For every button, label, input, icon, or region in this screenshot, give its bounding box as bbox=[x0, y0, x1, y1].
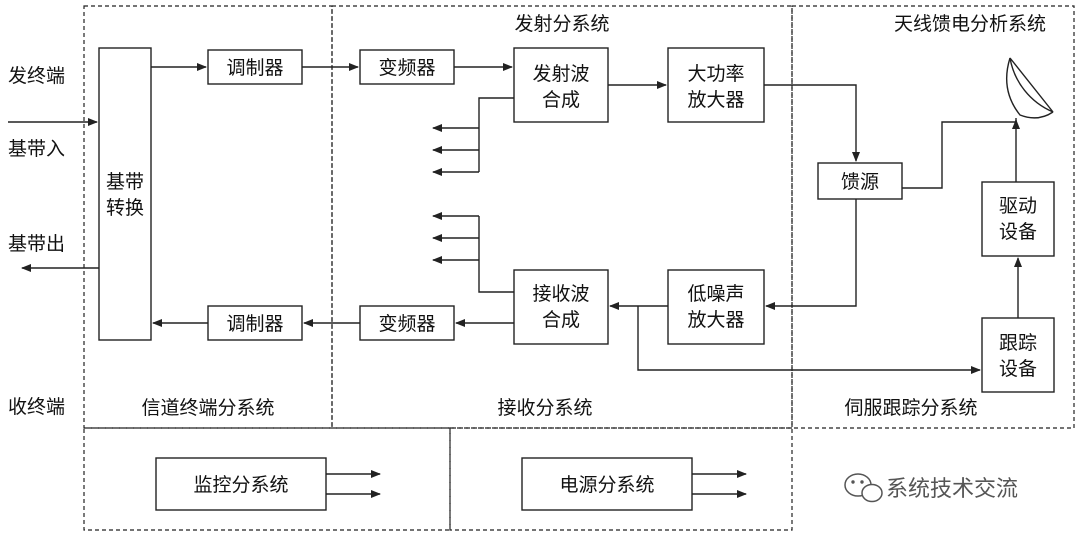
watermark: 系统技术交流 bbox=[844, 473, 1018, 503]
baseband-conversion-label-2: 转换 bbox=[106, 197, 144, 219]
feed-label: 馈源 bbox=[841, 171, 879, 193]
antenna-dish-icon bbox=[1006, 57, 1054, 119]
channel-terminal-subsystem-label: 信道终端分系统 bbox=[141, 397, 274, 419]
high-power-amplifier-label-2: 放大器 bbox=[687, 89, 744, 111]
baseband-conversion-label-1: 基带 bbox=[106, 171, 144, 193]
send-end-label: 发终端 bbox=[8, 65, 65, 87]
rx-wave-synthesis-label-1: 接收波 bbox=[532, 283, 589, 305]
receive-subsystem-label: 接收分系统 bbox=[497, 397, 592, 419]
tx-wave-synthesis-label-2: 合成 bbox=[542, 89, 580, 111]
chat-bubble-icon bbox=[844, 473, 883, 503]
drive-equipment-label-1: 驱动 bbox=[999, 195, 1037, 217]
tx-modulator-block bbox=[207, 49, 303, 85]
tracking-equipment-label-1: 跟踪 bbox=[999, 332, 1037, 354]
power-block bbox=[521, 457, 693, 511]
feed-block bbox=[817, 162, 903, 200]
tx-wave-synthesis-label-1: 发射波 bbox=[532, 63, 589, 85]
power-label: 电源分系统 bbox=[559, 474, 654, 496]
power-region bbox=[449, 427, 793, 531]
tracking-equipment-block bbox=[981, 317, 1055, 393]
drive-equipment-label-2: 设备 bbox=[999, 221, 1037, 243]
low-noise-amplifier-label-1: 低噪声 bbox=[687, 283, 744, 305]
baseband-out-label: 基带出 bbox=[8, 233, 65, 255]
rx-frequency-converter-label: 变频器 bbox=[378, 313, 435, 335]
high-power-amplifier-block bbox=[667, 47, 765, 123]
antenna-feed-subsystem-label: 天线馈电分析系统 bbox=[894, 13, 1046, 35]
watermark-text: 系统技术交流 bbox=[886, 477, 1018, 502]
tx-frequency-converter-label: 变频器 bbox=[378, 57, 435, 79]
rx-frequency-converter-block bbox=[359, 305, 455, 341]
drive-equipment-block bbox=[981, 181, 1055, 257]
low-noise-amplifier-block bbox=[667, 269, 765, 345]
rx-modulator-label: 调制器 bbox=[226, 313, 283, 335]
high-power-amplifier-label-1: 大功率 bbox=[687, 63, 744, 85]
low-noise-amplifier-label-2: 放大器 bbox=[687, 309, 744, 331]
receive-end-label: 收终端 bbox=[8, 396, 65, 418]
signal-wires bbox=[8, 63, 1022, 498]
baseband-conversion-block bbox=[98, 47, 152, 341]
rx-wave-synthesis-label-2: 合成 bbox=[542, 309, 580, 331]
monitor-control-block bbox=[155, 457, 327, 511]
baseband-in-label: 基带入 bbox=[8, 138, 65, 160]
channel-terminal-region bbox=[83, 5, 333, 429]
tx-modulator-label: 调制器 bbox=[226, 57, 283, 79]
transmit-subsystem-label: 发射分系统 bbox=[514, 13, 609, 35]
tx-frequency-converter-block bbox=[359, 49, 455, 85]
monitor-control-label: 监控分系统 bbox=[193, 474, 288, 496]
antenna-servo-region bbox=[791, 5, 1075, 429]
tracking-equipment-label-2: 设备 bbox=[999, 358, 1037, 380]
rx-wave-synthesis-block bbox=[513, 269, 609, 345]
servo-tracking-subsystem-label: 伺服跟踪分系统 bbox=[844, 397, 977, 419]
